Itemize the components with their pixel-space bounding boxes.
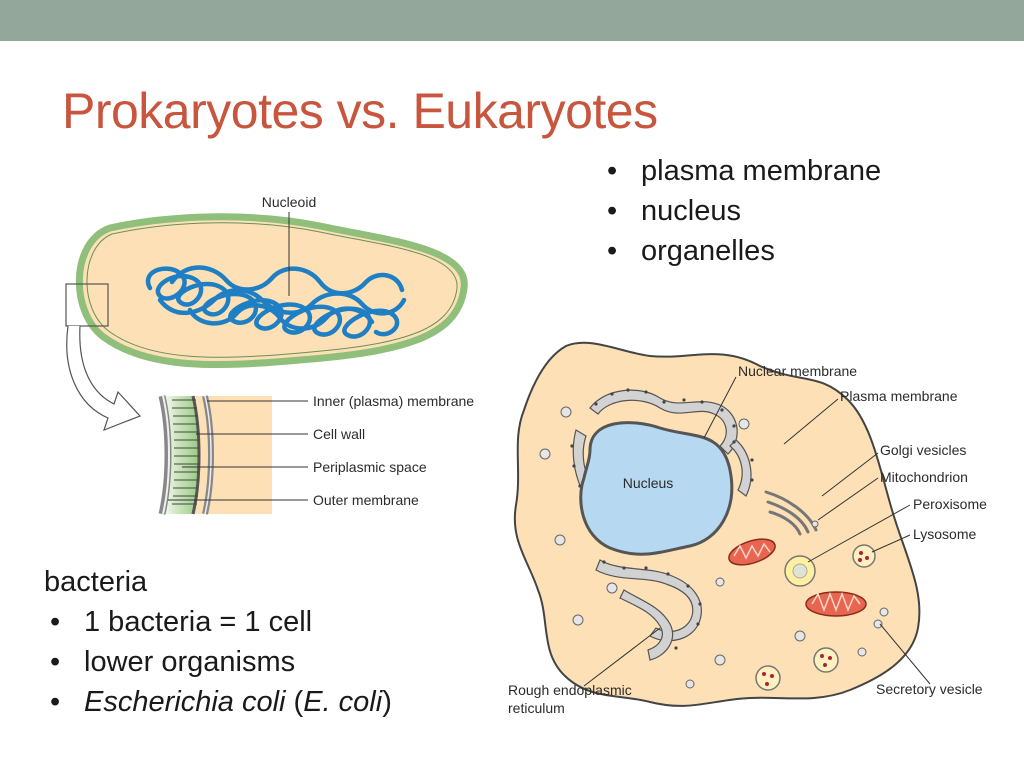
rough-er-label-line2: reticulum [508,700,565,716]
top-banner [0,0,1024,41]
vesicles [539,406,889,689]
er-ribosomes [570,388,754,650]
mitochondrion-2 [805,591,867,617]
bullet-item: 1 bacteria = 1 cell [44,602,392,642]
lysosome-label: Lysosome [913,526,977,542]
periplasmic-space-label: Periplasmic space [313,459,427,475]
lysosome-3 [755,665,781,691]
peroxisome [784,555,816,587]
nucleoid-dna [145,265,407,339]
eukaryotic-cell-figure: Nucleus [508,341,987,716]
bacterium-cell-wall [75,213,468,369]
nucleus [579,421,734,556]
rough-er [572,389,752,661]
nucleus-label: Nucleus [623,475,674,491]
slide-title: Prokaryotes vs. Eukaryotes [62,83,658,139]
cell-envelope-detail [158,395,272,515]
lysosome [852,544,876,568]
golgi-vesicle [811,520,819,528]
zoom-arrow [66,325,142,432]
ecoli-genus: Escherichia coli [84,686,286,718]
bacterium-inner-outline [86,222,458,358]
prokaryote-heading: bacteria [44,566,148,598]
nuclear-membrane-label: Nuclear membrane [738,363,857,379]
bullet-item-ecoli: Escherichia coli (E. coli) [44,682,392,722]
cell-wall-label: Cell wall [313,426,365,442]
eukaryote-bullet-list: plasma membrane nucleus organelles [601,151,881,271]
peroxisome-label: Peroxisome [913,496,987,512]
bacterium-figure: Nucleoid [65,194,474,515]
bullet-item: nucleus [601,191,881,231]
mitochondrion-label: Mitochondrion [880,469,968,485]
outer-membrane-label: Outer membrane [313,492,419,508]
bullet-item: plasma membrane [601,151,881,191]
eukaryote-leader-lines [583,376,931,687]
secretory-vesicle-label: Secretory vesicle [876,681,983,697]
inner-membrane-label: Inner (plasma) membrane [313,393,474,409]
rough-er-label-line1: Rough endoplasmic [508,682,632,698]
ecoli-close-paren: ) [382,686,392,718]
mitochondrion [728,538,776,566]
envelope-leader-lines [168,400,308,501]
bullet-item: organelles [601,231,881,271]
lysosome-2 [813,647,839,673]
nucleoid-label: Nucleoid [262,194,316,210]
plasma-membrane-label: Plasma membrane [840,388,958,404]
ecoli-open-paren: ( [285,686,304,718]
bullet-item: lower organisms [44,642,392,682]
golgi-vesicles-label: Golgi vesicles [880,442,966,458]
ecoli-abbr: E. coli [303,686,383,718]
zoom-region-box [65,283,109,327]
prokaryote-bullet-list: 1 bacteria = 1 cell lower organisms Esch… [44,602,392,722]
